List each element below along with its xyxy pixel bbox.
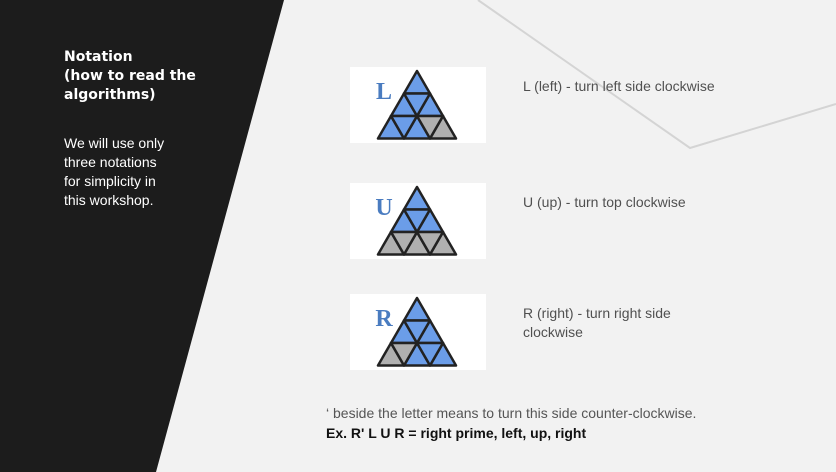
move-letter: L bbox=[376, 79, 392, 105]
decorative-line bbox=[477, 0, 836, 150]
move-letter: U bbox=[375, 195, 392, 221]
prime-note: ‘ beside the letter means to turn this s… bbox=[326, 405, 697, 421]
tile bbox=[389, 230, 419, 256]
move-description-l: L (left) - turn left side clockwise bbox=[523, 78, 715, 94]
highlighted-tile bbox=[402, 296, 432, 322]
pyraminx-face bbox=[376, 69, 458, 140]
move-card-r: R bbox=[350, 294, 486, 370]
move-description-u: U (up) - turn top clockwise bbox=[523, 194, 686, 210]
highlighted-tile bbox=[402, 208, 432, 234]
pyraminx-top-icon: U bbox=[375, 185, 458, 256]
tile bbox=[389, 341, 419, 367]
pyraminx-right-icon: R bbox=[375, 296, 458, 367]
move-card-u: U bbox=[350, 183, 486, 259]
highlighted-tile bbox=[415, 341, 445, 367]
highlighted-tile bbox=[402, 185, 432, 211]
move-letter: R bbox=[375, 306, 393, 332]
tile bbox=[415, 230, 445, 256]
slide-title: Notation (how to read the algorithms) bbox=[64, 49, 196, 103]
highlighted-tile bbox=[402, 319, 432, 345]
example-sequence: Ex. R' L U R = right prime, left, up, ri… bbox=[326, 425, 587, 441]
move-card-l: L bbox=[350, 67, 486, 143]
dark-sidebar-panel bbox=[0, 0, 284, 472]
highlighted-tile bbox=[389, 114, 419, 140]
slide-description: We will use only three notations for sim… bbox=[64, 135, 165, 208]
pyraminx-left-icon: L bbox=[376, 69, 458, 140]
highlighted-tile bbox=[402, 69, 432, 95]
pyraminx-face bbox=[376, 185, 458, 256]
highlighted-tile bbox=[402, 92, 432, 118]
move-description-r: R (right) - turn right side clockwise bbox=[523, 305, 671, 340]
pyraminx-face bbox=[376, 296, 458, 367]
tile bbox=[415, 114, 445, 140]
